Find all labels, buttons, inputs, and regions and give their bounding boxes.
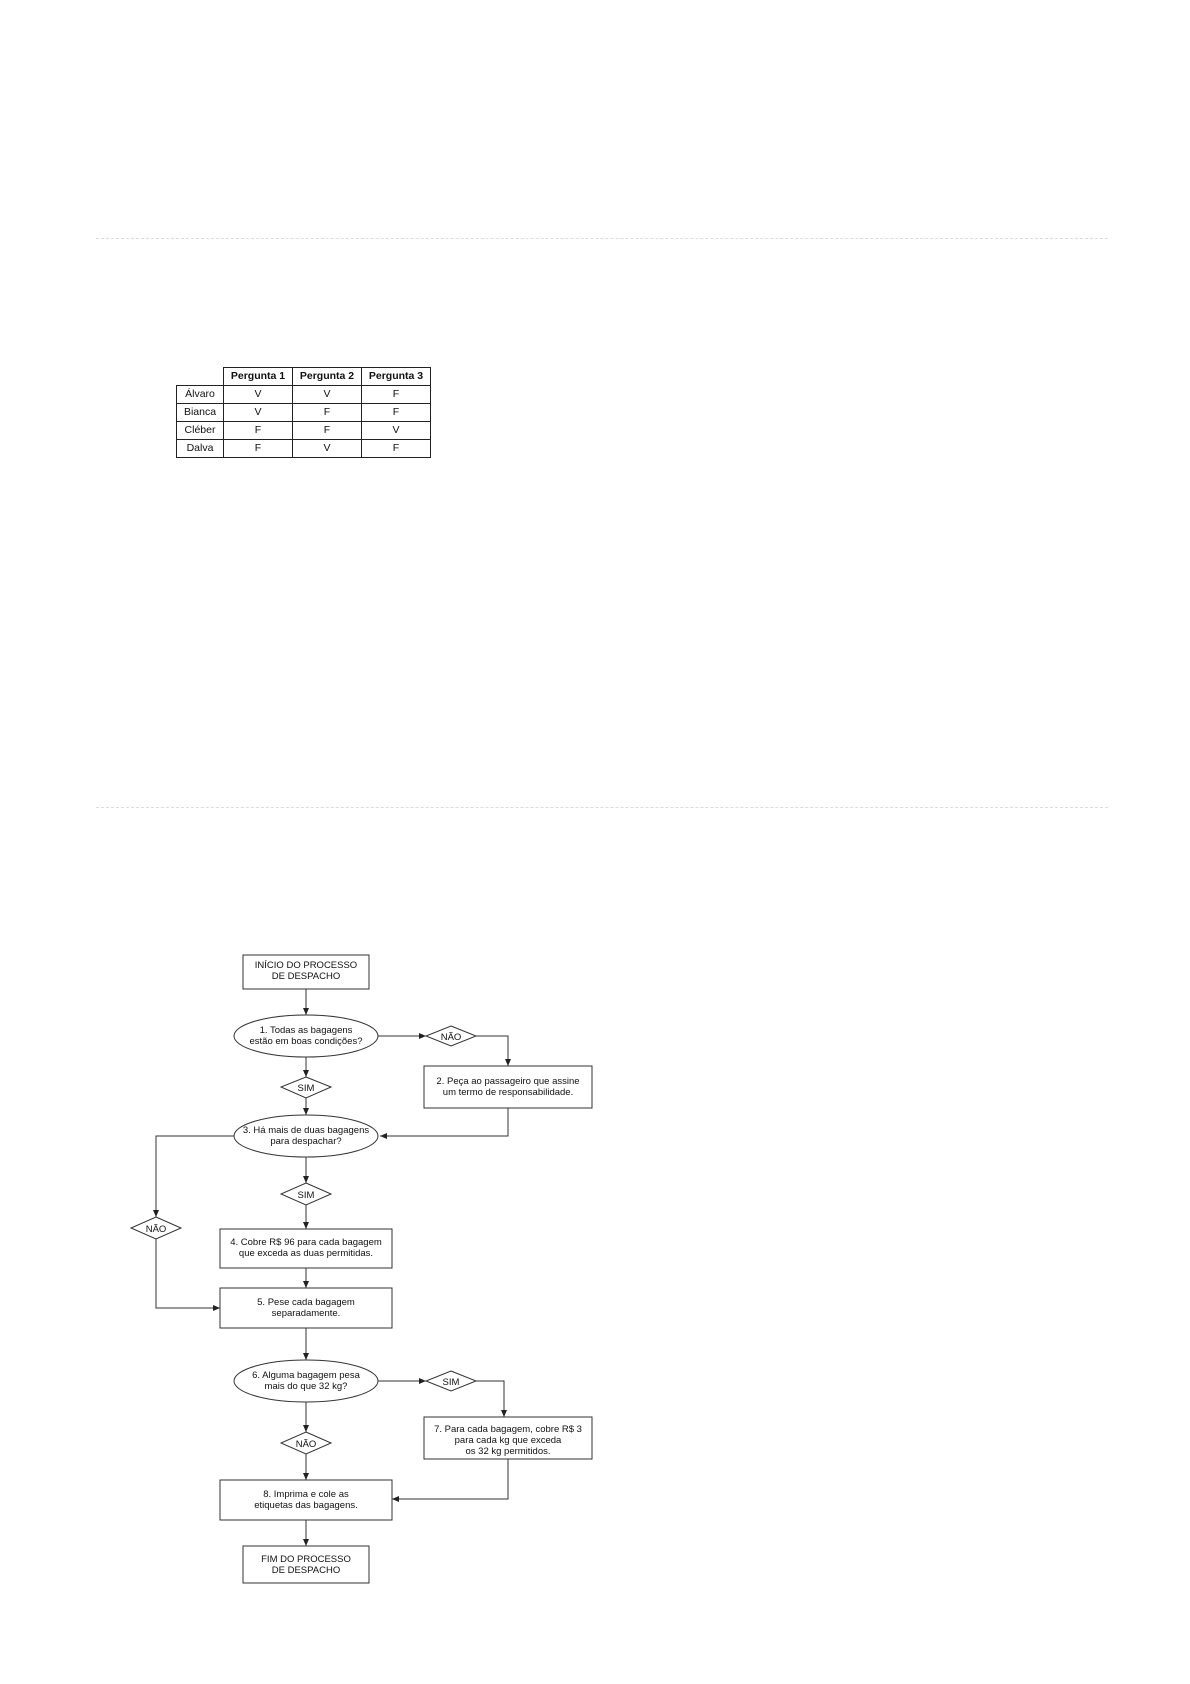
connector-lines bbox=[153, 989, 511, 1546]
q6-nao-text: NÃO bbox=[296, 1439, 317, 1450]
step4-text: que exceda as duas permitidas. bbox=[239, 1248, 373, 1259]
table-cell: F bbox=[361, 439, 431, 458]
q6-text: 6. Alguma bagagem pesa bbox=[252, 1370, 360, 1381]
step7-text: 7. Para cada bagagem, cobre R$ 3 bbox=[434, 1424, 582, 1435]
step4-box bbox=[219, 1228, 393, 1269]
step5-text: 5. Pese cada bagagem bbox=[257, 1297, 355, 1308]
label-q6-sim bbox=[424, 1370, 478, 1392]
table-header-row: Pergunta 1 Pergunta 2 Pergunta 3 bbox=[176, 367, 431, 386]
q1-sim-text: SIM bbox=[298, 1083, 315, 1094]
end-text: DE DESPACHO bbox=[272, 1565, 340, 1576]
label-q1-sim bbox=[279, 1076, 333, 1099]
step2-text: 2. Peça ao passageiro que assine bbox=[436, 1076, 579, 1087]
step8-text: etiquetas das bagagens. bbox=[254, 1500, 358, 1511]
step7-box bbox=[423, 1416, 593, 1460]
shapes bbox=[129, 954, 593, 1584]
step2-text: um termo de responsabilidade. bbox=[443, 1087, 573, 1098]
q3-text: 3. Há mais de duas bagagens bbox=[243, 1125, 369, 1136]
table-cell: F bbox=[223, 439, 293, 458]
arrow-q3-to-no bbox=[153, 1135, 234, 1217]
answers-table: Pergunta 1 Pergunta 2 Pergunta 3 Álvaro … bbox=[176, 367, 431, 458]
q1-text: 1. Todas as bagagens bbox=[260, 1025, 353, 1036]
q6-text: mais do que 32 kg? bbox=[265, 1381, 348, 1392]
arrow-step2-to-q3 bbox=[380, 1108, 509, 1139]
label-q3-nao bbox=[129, 1216, 183, 1240]
q3-text: para despachar? bbox=[270, 1136, 341, 1147]
label-q3-sim bbox=[279, 1182, 333, 1206]
flowchart-labels: INÍCIO DO PROCESSO DE DESPACHO 1. Todas … bbox=[146, 960, 582, 1576]
step2-box bbox=[423, 1065, 593, 1109]
q1-no-text: NÃO bbox=[441, 1032, 462, 1043]
q6-sim-text: SIM bbox=[443, 1377, 460, 1388]
arrow-no-to-step2 bbox=[476, 1035, 511, 1066]
start-text: INÍCIO DO PROCESSO bbox=[255, 960, 357, 971]
decision-q6 bbox=[233, 1359, 379, 1403]
arrow-step7-to-step8 bbox=[392, 1459, 509, 1502]
start-box bbox=[242, 954, 370, 990]
arrow-no-to-step5 bbox=[155, 1239, 220, 1311]
step8-text: 8. Imprima e cole as bbox=[263, 1489, 349, 1500]
step4-text: 4. Cobre R$ 96 para cada bagagem bbox=[230, 1237, 382, 1248]
step7-text: os 32 kg permitidos. bbox=[465, 1446, 550, 1457]
arrow-sim-to-step7 bbox=[476, 1380, 507, 1417]
start-text: DE DESPACHO bbox=[272, 971, 340, 982]
q3-sim-text: SIM bbox=[298, 1190, 315, 1201]
section-divider bbox=[96, 807, 1108, 808]
step8-box bbox=[219, 1479, 393, 1521]
label-q1-no bbox=[424, 1025, 478, 1047]
label-q6-nao bbox=[279, 1431, 333, 1455]
end-text: FIM DO PROCESSO bbox=[261, 1554, 351, 1565]
table-row: Dalva F V F bbox=[176, 439, 431, 458]
step7-text: para cada kg que exceda bbox=[455, 1435, 562, 1446]
section-divider bbox=[96, 238, 1108, 239]
decision-q3 bbox=[233, 1114, 379, 1158]
q3-nao-text: NÃO bbox=[146, 1224, 167, 1235]
end-box bbox=[242, 1545, 370, 1584]
step5-text: separadamente. bbox=[272, 1308, 341, 1319]
decision-q1 bbox=[233, 1014, 379, 1058]
step5-box bbox=[219, 1287, 393, 1329]
q1-text: estão em boas condições? bbox=[249, 1036, 362, 1047]
